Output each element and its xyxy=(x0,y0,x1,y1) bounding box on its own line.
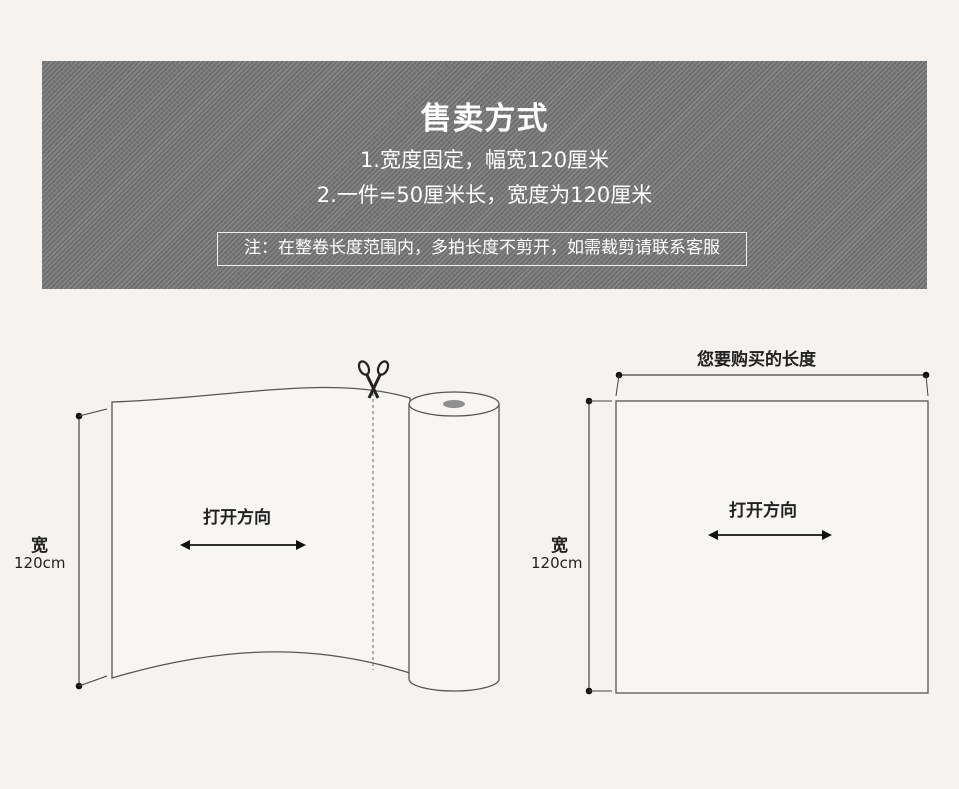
cut-fabric-piece xyxy=(615,400,929,694)
cutting-note: 注：在整卷长度范围内，多拍长度不剪开，如需裁剪请联系客服 xyxy=(217,232,747,266)
unit-size-rule: 2.一件=50厘米长，宽度为120厘米 xyxy=(316,183,653,207)
length-dimension xyxy=(615,371,930,397)
right-direction-label: 打开方向 xyxy=(729,501,797,521)
width-fixed-rule: 1.宽度固定，幅宽120厘米 xyxy=(359,148,610,172)
left-width-value: 120cm xyxy=(14,554,66,572)
unrolled-fabric-sheet xyxy=(111,386,411,679)
left-width-label: 宽 xyxy=(31,536,48,556)
roll-core xyxy=(443,400,465,408)
left-width-dimension xyxy=(75,408,108,690)
fabric-roll xyxy=(408,391,500,692)
sales-method-banner: 售卖方式 1.宽度固定，幅宽120厘米 2.一件=50厘米长，宽度为120厘米 … xyxy=(42,61,927,289)
banner-title: 售卖方式 xyxy=(420,101,549,137)
right-width-dimension xyxy=(585,397,612,695)
right-direction-arrow xyxy=(708,530,832,540)
purchase-length-label: 您要购买的长度 xyxy=(697,350,816,370)
right-width-value: 120cm xyxy=(531,554,583,572)
left-direction-label: 打开方向 xyxy=(203,508,271,528)
scissors-icon xyxy=(357,360,390,399)
right-width-label: 宽 xyxy=(551,536,568,556)
left-direction-arrow xyxy=(180,540,306,550)
